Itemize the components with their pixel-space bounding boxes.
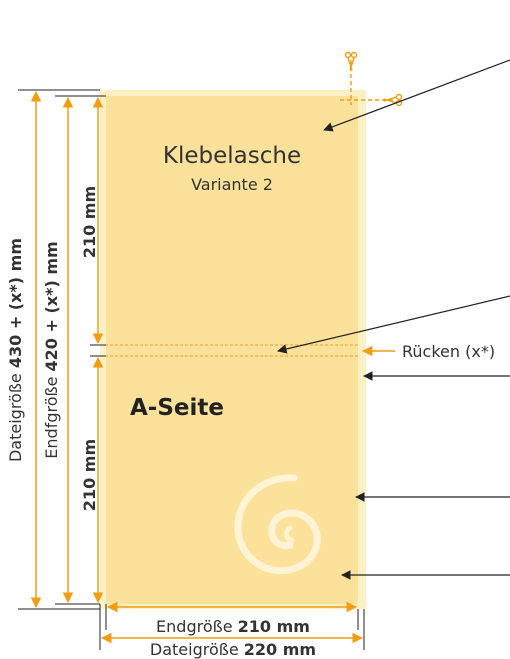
pointer-arrows	[277, 59, 510, 580]
bottom-height-label: 210 mm	[80, 439, 99, 511]
pointer-arrow-flap	[323, 59, 510, 132]
file-size-horizontal-label: Dateigröße 220 mm	[150, 640, 316, 659]
pointer-arrow-spine	[277, 295, 510, 354]
spine-label: Rücken (x*)	[402, 342, 495, 361]
flap-subtitle: Variante 2	[191, 175, 273, 194]
final-size-horizontal-label: Endgröße 210 mm	[156, 617, 310, 636]
scissors-icon	[340, 51, 403, 107]
paper-area	[106, 96, 358, 604]
vertical-extension-lines	[18, 89, 365, 650]
final-size-vertical-label: Endfgröße 420 + (x*) mm	[42, 241, 61, 458]
flap-title: Klebelasche	[163, 143, 301, 169]
top-height-label: 210 mm	[80, 186, 99, 258]
side-label: A-Seite	[130, 395, 224, 421]
spiral-logo-icon	[234, 474, 321, 575]
file-size-vertical-label: Dateigröße 430 + (x*) mm	[6, 238, 25, 462]
